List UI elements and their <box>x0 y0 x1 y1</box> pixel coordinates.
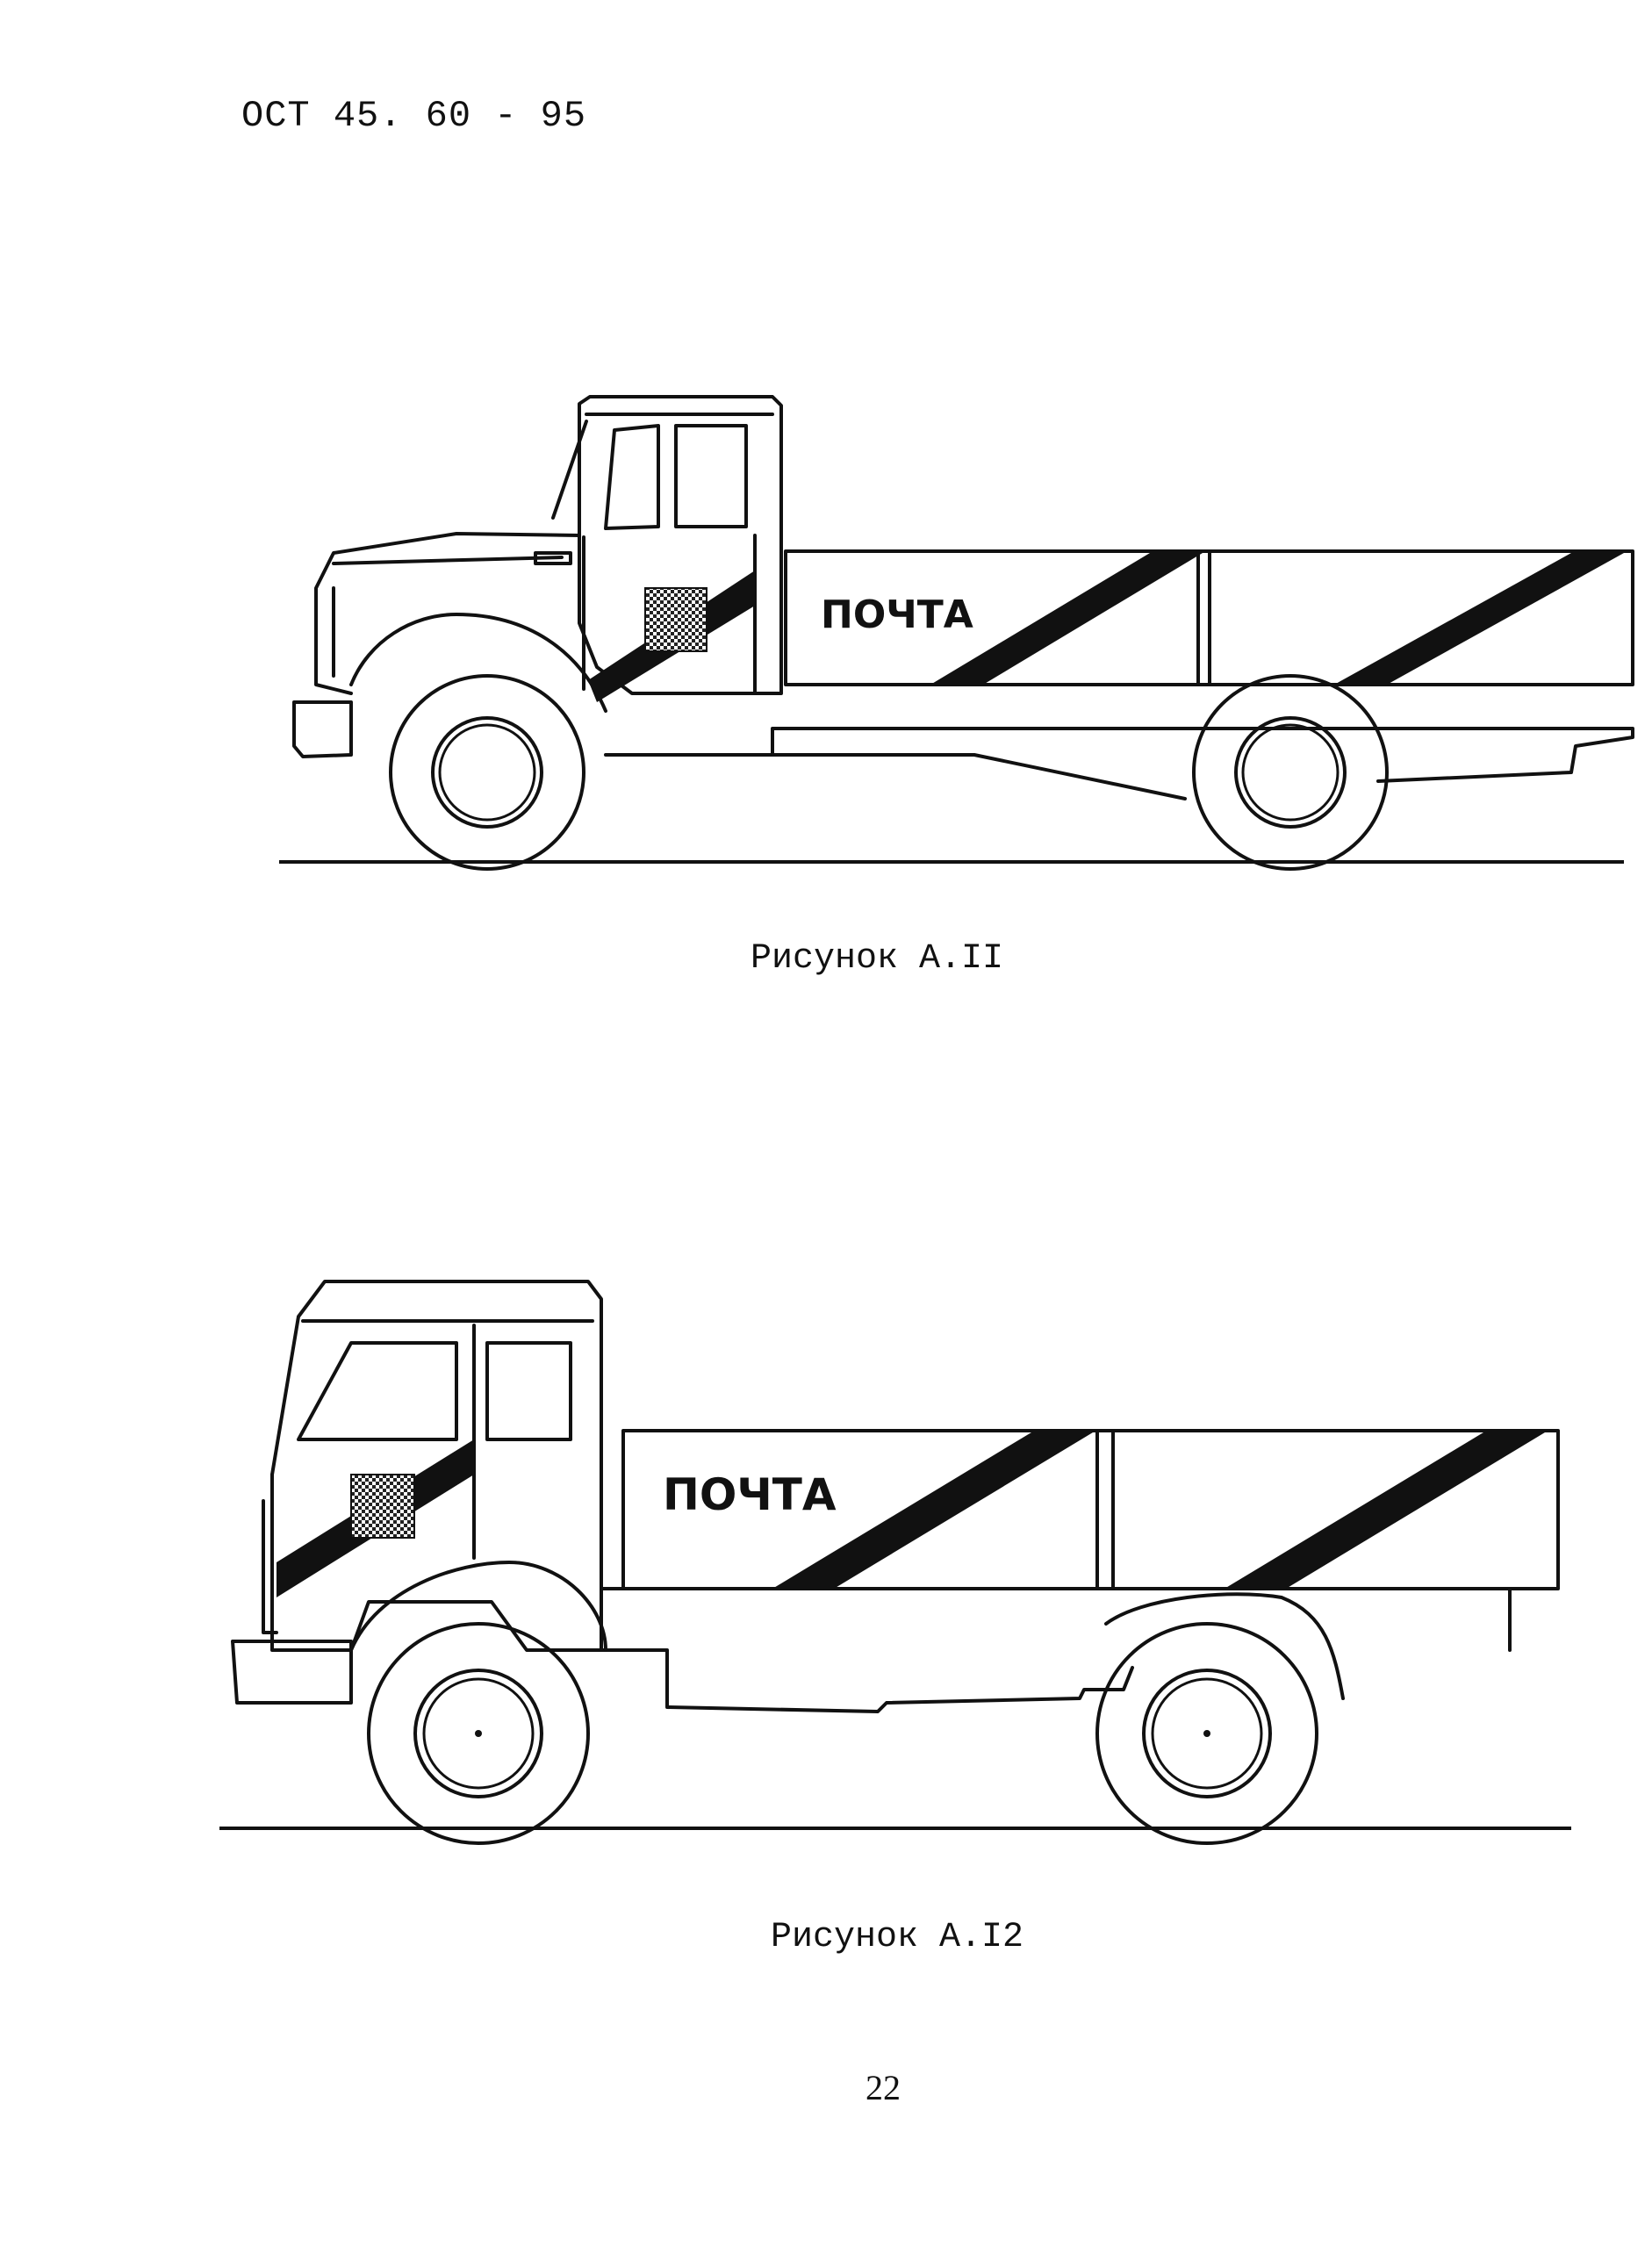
vehicle-label: ПОЧТА <box>821 592 973 637</box>
vehicle-label: ПОЧТА <box>663 1469 837 1520</box>
rear-wheel <box>1095 1622 1318 1845</box>
figure-a12-truck-drawing: ПОЧТА <box>219 1280 1571 1845</box>
diagonal-stripe <box>930 553 1203 685</box>
checkered-emblem <box>644 587 707 652</box>
figure-caption: Рисунок А.I2 <box>771 1918 1024 1957</box>
diagonal-stripe <box>1334 553 1624 685</box>
diagonal-stripe <box>1225 1432 1545 1589</box>
front-wheel <box>389 674 585 871</box>
checkered-emblem <box>350 1474 415 1539</box>
rear-wheel <box>1192 674 1389 871</box>
figure-a11-truck-drawing: ПОЧТА <box>279 395 1634 871</box>
page-number: 22 <box>866 2068 901 2107</box>
truck-body-outline <box>231 1280 1560 1713</box>
document-code: ОСТ 45. 60 - 95 <box>241 95 587 137</box>
diagonal-stripe <box>772 1432 1093 1589</box>
truck-body-outline <box>292 395 1634 800</box>
front-wheel <box>367 1622 590 1845</box>
figure-caption: Рисунок А.II <box>751 939 1004 979</box>
